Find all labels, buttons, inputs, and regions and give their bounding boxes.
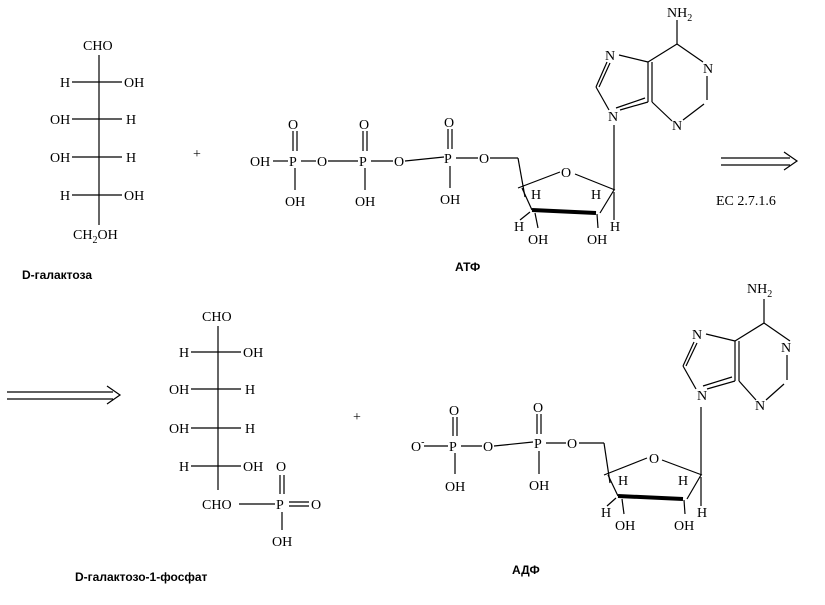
atp-o-gamma: O — [288, 118, 298, 133]
gal1p-oh-p: OH — [272, 535, 292, 550]
atp-o-beta: O — [359, 118, 369, 133]
atp-o-ester: O — [479, 152, 489, 167]
atp-structure: OH P O OH O P O OH O P O OH O O H H — [250, 6, 713, 248]
atp-n7: N — [605, 49, 615, 64]
adp-o-beta: O — [449, 404, 459, 419]
adp-ribose-h4: H — [697, 506, 707, 521]
adp-nh2: NH2 — [747, 282, 772, 300]
atp-n9: N — [608, 110, 618, 125]
atp-ribose-oh2: OH — [587, 233, 607, 248]
galactose-c2-h: H — [60, 76, 70, 91]
adp-n7: N — [692, 328, 702, 343]
galactose-c4-h: H — [126, 151, 136, 166]
galactose-c4-oh: OH — [50, 151, 70, 166]
plus-sign-1: + — [193, 147, 201, 162]
gal1p-h-1: H — [179, 346, 189, 361]
atp-nh2: NH2 — [667, 6, 692, 24]
galactose-cho: CHO — [83, 39, 113, 54]
atp-n3: N — [672, 119, 682, 134]
galactose-name: D-галактоза — [22, 268, 92, 282]
adp-name: АДФ — [512, 563, 540, 577]
adp-oh-beta: OH — [445, 480, 465, 495]
adp-ribose-oh2: OH — [674, 519, 694, 534]
gal1p-h-2: H — [245, 383, 255, 398]
gal1p-h-3: H — [245, 422, 255, 437]
adp-ribose-h3: H — [601, 506, 611, 521]
atp-ribose-oh3: OH — [528, 233, 548, 248]
d-galactose-structure: CHO H OH OH H OH H H OH CH2OH — [50, 39, 144, 246]
adp-o-alpha: O — [533, 401, 543, 416]
atp-ribose-h3: H — [514, 220, 524, 235]
atp-p-gamma: P — [289, 155, 297, 170]
atp-oh-gamma: OH — [285, 195, 305, 210]
atp-o-bridge-1: O — [317, 155, 327, 170]
atp-name: АТФ — [455, 260, 480, 274]
adp-o-bridge: O — [483, 440, 493, 455]
atp-ring-o: O — [561, 166, 571, 181]
atp-o-bridge-2: O — [394, 155, 404, 170]
adp-p-alpha: P — [534, 437, 542, 452]
gal1p-cho-top: CHO — [202, 310, 232, 325]
atp-ribose-h4: H — [610, 220, 620, 235]
galactose-c2-oh: OH — [124, 76, 144, 91]
adp-p-beta: P — [449, 440, 457, 455]
adp-ribose-h1: H — [618, 474, 628, 489]
atp-oh-alpha: OH — [440, 193, 460, 208]
adp-oh-alpha: OH — [529, 479, 549, 494]
gal1p-oh-2: OH — [169, 383, 189, 398]
adp-ring-o: O — [649, 452, 659, 467]
galactose-1-phosphate-name: D-галактозо-1-фосфат — [75, 570, 208, 584]
adp-o-ester: O — [567, 437, 577, 452]
atp-ribose-h1: H — [531, 188, 541, 203]
adp-structure: O- P O OH O P O OH O O H H H OH OH H — [411, 282, 791, 534]
adp-n9: N — [697, 389, 707, 404]
galactose-ch2oh: CH2OH — [73, 228, 118, 246]
reaction-arrow-1 — [721, 151, 799, 171]
atp-n1: N — [703, 62, 713, 77]
adp-o-minus: O- — [411, 437, 424, 455]
gal1p-oh-3: OH — [169, 422, 189, 437]
adp-ribose-oh3: OH — [615, 519, 635, 534]
gal1p-oh-4: OH — [243, 460, 263, 475]
galactose-1-phosphate-structure: CHO H OH OH H OH H H OH CHO P O O OH — [169, 310, 321, 550]
galactose-c5-h: H — [60, 189, 70, 204]
gal1p-cho-bottom: CHO — [202, 498, 232, 513]
atp-oh-terminal: OH — [250, 155, 270, 170]
atp-ribose-h2: H — [591, 188, 601, 203]
atp-p-alpha: P — [444, 152, 452, 167]
atp-o-alpha: O — [444, 116, 454, 131]
galactose-c3-oh: OH — [50, 113, 70, 128]
atp-oh-beta: OH — [355, 195, 375, 210]
gal1p-o-top: O — [276, 460, 286, 475]
atp-p-beta: P — [359, 155, 367, 170]
enzyme-label: EC 2.7.1.6 — [716, 194, 776, 209]
adp-ribose-h2: H — [678, 474, 688, 489]
reaction-arrow-2 — [7, 385, 122, 405]
adp-n3: N — [755, 399, 765, 414]
adp-n1: N — [781, 341, 791, 356]
gal1p-p: P — [276, 498, 284, 513]
gal1p-oh-1: OH — [243, 346, 263, 361]
galactose-c3-h: H — [126, 113, 136, 128]
gal1p-o-right: O — [311, 498, 321, 513]
gal1p-h-4: H — [179, 460, 189, 475]
galactose-c5-oh: OH — [124, 189, 144, 204]
plus-sign-2: + — [353, 410, 361, 425]
